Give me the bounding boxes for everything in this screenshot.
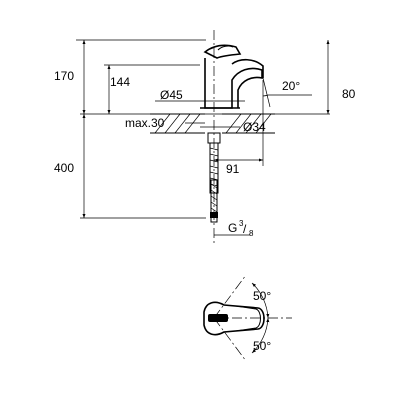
faucet-spout — [231, 58, 264, 78]
faucet-body — [204, 58, 263, 109]
thread-numerator: 3 — [239, 219, 244, 228]
angle-lower: 50° — [253, 339, 271, 353]
dim-spout-height: 144 — [110, 75, 130, 89]
angle-arc-lower — [251, 317, 270, 354]
faucet-top-view: 50° 50° — [203, 274, 292, 362]
dim-hose-length: 400 — [54, 161, 74, 175]
angle-upper: 50° — [253, 289, 271, 303]
thread-label: G — [228, 221, 237, 235]
supply-hose — [210, 179, 218, 223]
deck-section — [150, 113, 275, 134]
dim-spout-reach-height: 80 — [342, 87, 356, 101]
dim-spout-angle: 20° — [282, 79, 300, 93]
angle-leader-line — [262, 77, 271, 108]
thread-denominator: 8 — [249, 229, 254, 238]
angle-arc-upper — [251, 282, 270, 319]
faucet-lever — [203, 44, 242, 59]
thread-slash: / — [243, 222, 247, 236]
swivel-line-upper — [213, 274, 247, 319]
faucet-side-view: 170 144 Ø45 20° 80 max.30 Ø34 91 400 G 3… — [54, 30, 356, 245]
hose-fitting — [210, 212, 218, 218]
hose-braid — [210, 183, 218, 213]
dim-total-height: 170 — [54, 69, 74, 83]
dim-max-deck: max.30 — [125, 116, 165, 130]
angle-arc — [262, 94, 269, 97]
dim-body-diameter: Ø45 — [160, 88, 183, 102]
dim-hole-diameter: Ø34 — [243, 120, 266, 134]
swivel-line-lower — [213, 317, 247, 362]
top-view-spout-outline — [235, 305, 261, 332]
dim-spout-projection: 91 — [226, 162, 240, 176]
faucet-lever-cap — [217, 45, 234, 51]
